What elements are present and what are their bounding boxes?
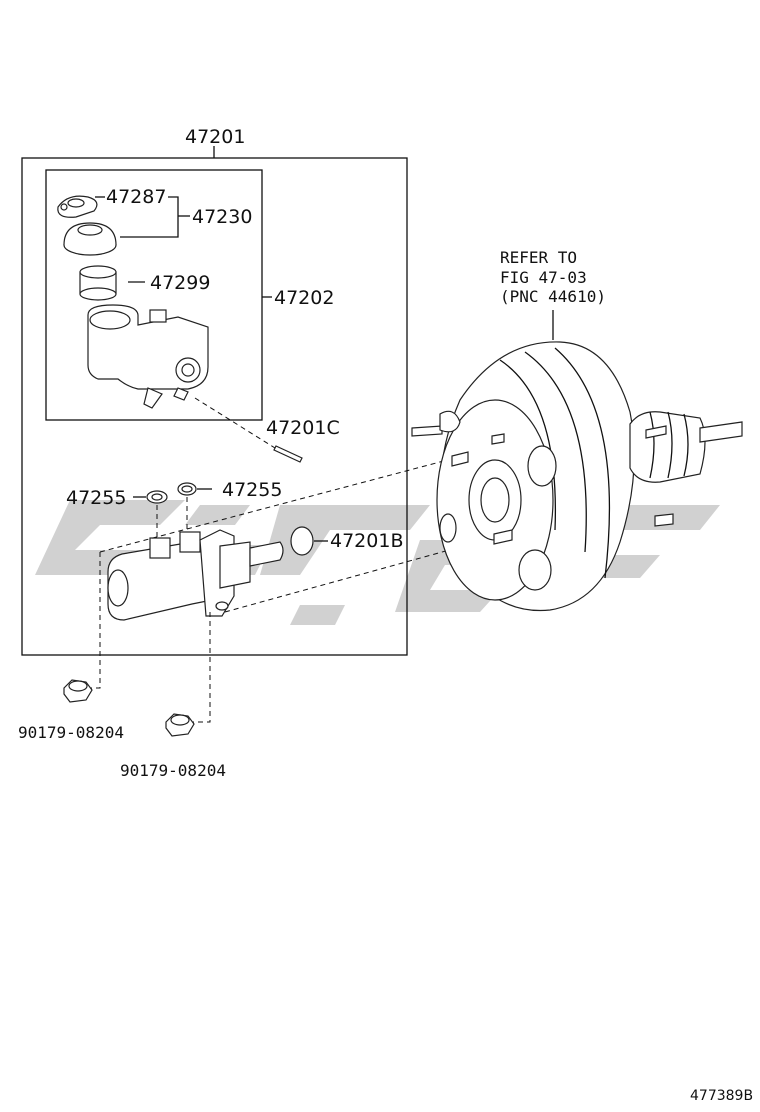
gasket-47287 xyxy=(57,195,98,218)
label-47255-right: 47255 xyxy=(222,479,282,501)
grommet-47255-right xyxy=(177,482,197,496)
label-47299: 47299 xyxy=(150,272,210,294)
reservoir-box-47202 xyxy=(45,169,263,421)
label-90179-left: 90179-08204 xyxy=(18,723,124,742)
o-ring-47201b xyxy=(290,526,314,556)
reservoir-cap xyxy=(63,222,117,256)
label-47201: 47201 xyxy=(185,126,245,148)
refer-line-2: FIG 47-03 xyxy=(500,268,587,287)
grommet-47255-left xyxy=(146,490,168,504)
nut-90179-right xyxy=(165,713,195,737)
refer-line-3: (PNC 44610) xyxy=(500,287,606,306)
master-cylinder xyxy=(107,529,284,621)
nut-90179-left xyxy=(63,679,93,703)
label-47287: 47287 xyxy=(106,186,166,208)
label-47201b: 47201B xyxy=(330,530,403,552)
label-90179-right: 90179-08204 xyxy=(120,761,226,780)
refer-line-1: REFER TO xyxy=(500,248,577,267)
label-47201c: 47201C xyxy=(266,417,340,439)
figure-id: 477389B xyxy=(690,1088,753,1104)
brake-booster xyxy=(411,341,743,612)
strainer-47299 xyxy=(79,265,117,301)
label-47202: 47202 xyxy=(274,287,334,309)
label-47255-left: 47255 xyxy=(66,487,126,509)
reservoir-tank xyxy=(87,304,209,409)
label-47230: 47230 xyxy=(192,206,252,228)
